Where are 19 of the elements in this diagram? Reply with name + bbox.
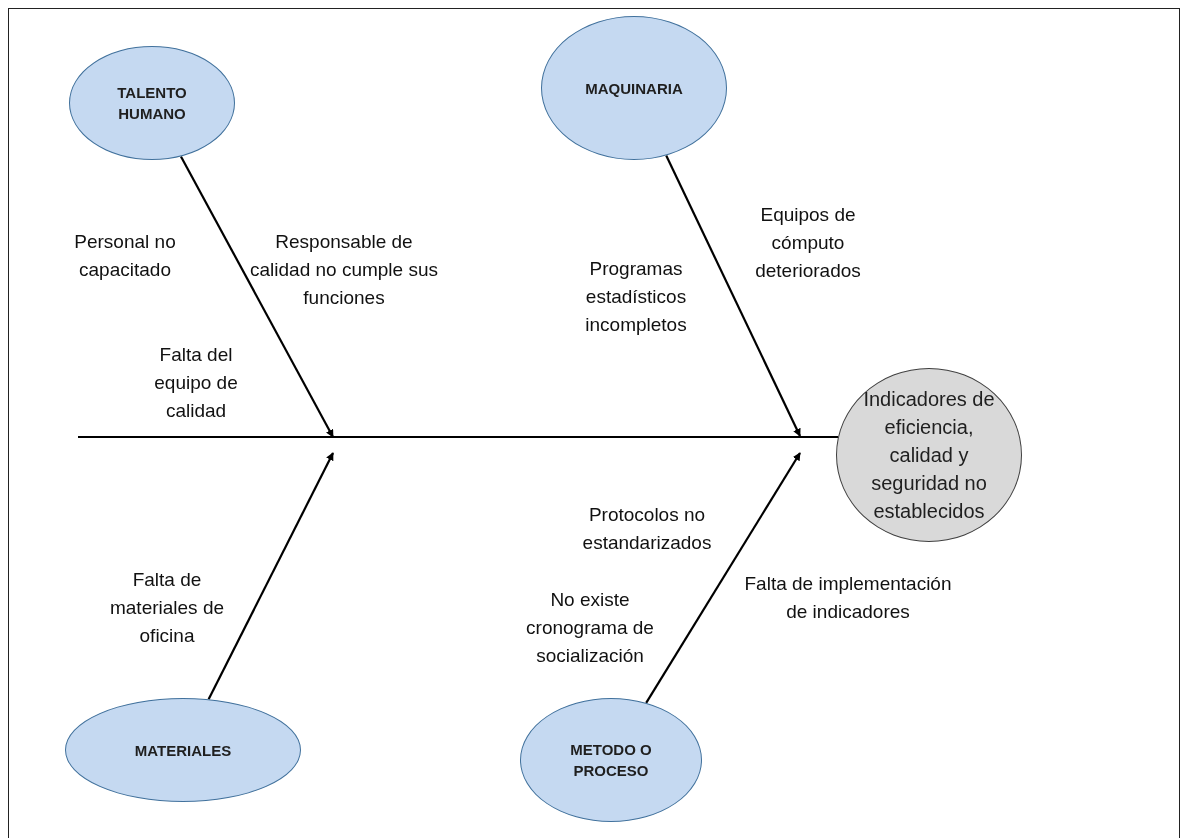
arrow [665,155,801,437]
node-label: MATERIALES [133,740,233,761]
cause-label: Personal no capacitado [73,230,177,282]
arrow [645,452,801,704]
arrow [207,452,334,700]
cause-label: Programas estadísticos incompletos [584,257,688,337]
arrow [180,155,334,438]
cause-label: Responsable de calidad no cumple sus funciones [249,230,439,310]
cause-label: Protocolos no estandarizados [581,503,713,555]
cause-label: Equipos de cómputo deteriorados [754,203,862,283]
cause-label: Falta del equipo de calidad [153,343,239,423]
cause-label: Falta de implementación de indicadores [743,572,953,624]
node-label: MAQUINARIA [584,78,684,99]
spine-line [78,435,838,439]
node-label: METODO O PROCESO [569,740,653,781]
node-label: TALENTO HUMANO [116,83,188,124]
cause-label: No existe cronograma de socialización [525,588,655,668]
cause-label: Falta de materiales de oficina [108,568,226,648]
node-label: Indicadores de eficiencia, calidad y seguridad no establecidos [862,387,996,524]
